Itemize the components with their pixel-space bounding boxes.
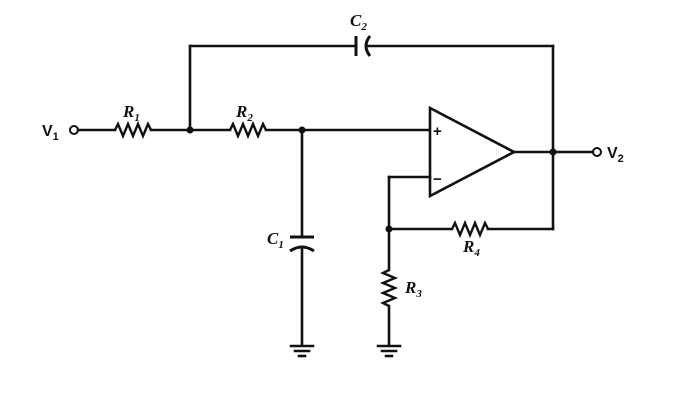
ground-symbol-r3 [376,344,402,358]
opamp-plus-sign: + [433,123,442,140]
label-r3: R3 [404,278,422,300]
label-r4: R4 [462,237,480,259]
ground-symbol-c1 [289,344,315,358]
label-c1: C1 [267,229,284,251]
resistor-r3 [379,268,399,308]
opamp-minus-sign: − [433,171,442,188]
output-terminal [592,147,602,157]
resistor-r1 [113,120,153,140]
opamp-triangle [428,105,517,199]
label-v2: V2 [607,145,624,165]
label-c2: C2 [350,11,367,33]
label-r2: R2 [235,102,253,124]
label-v1: V1 [42,123,59,143]
resistor-r4 [450,219,490,239]
junction-output [549,148,557,156]
resistor-r2 [228,120,268,140]
label-r1: R1 [122,102,140,124]
